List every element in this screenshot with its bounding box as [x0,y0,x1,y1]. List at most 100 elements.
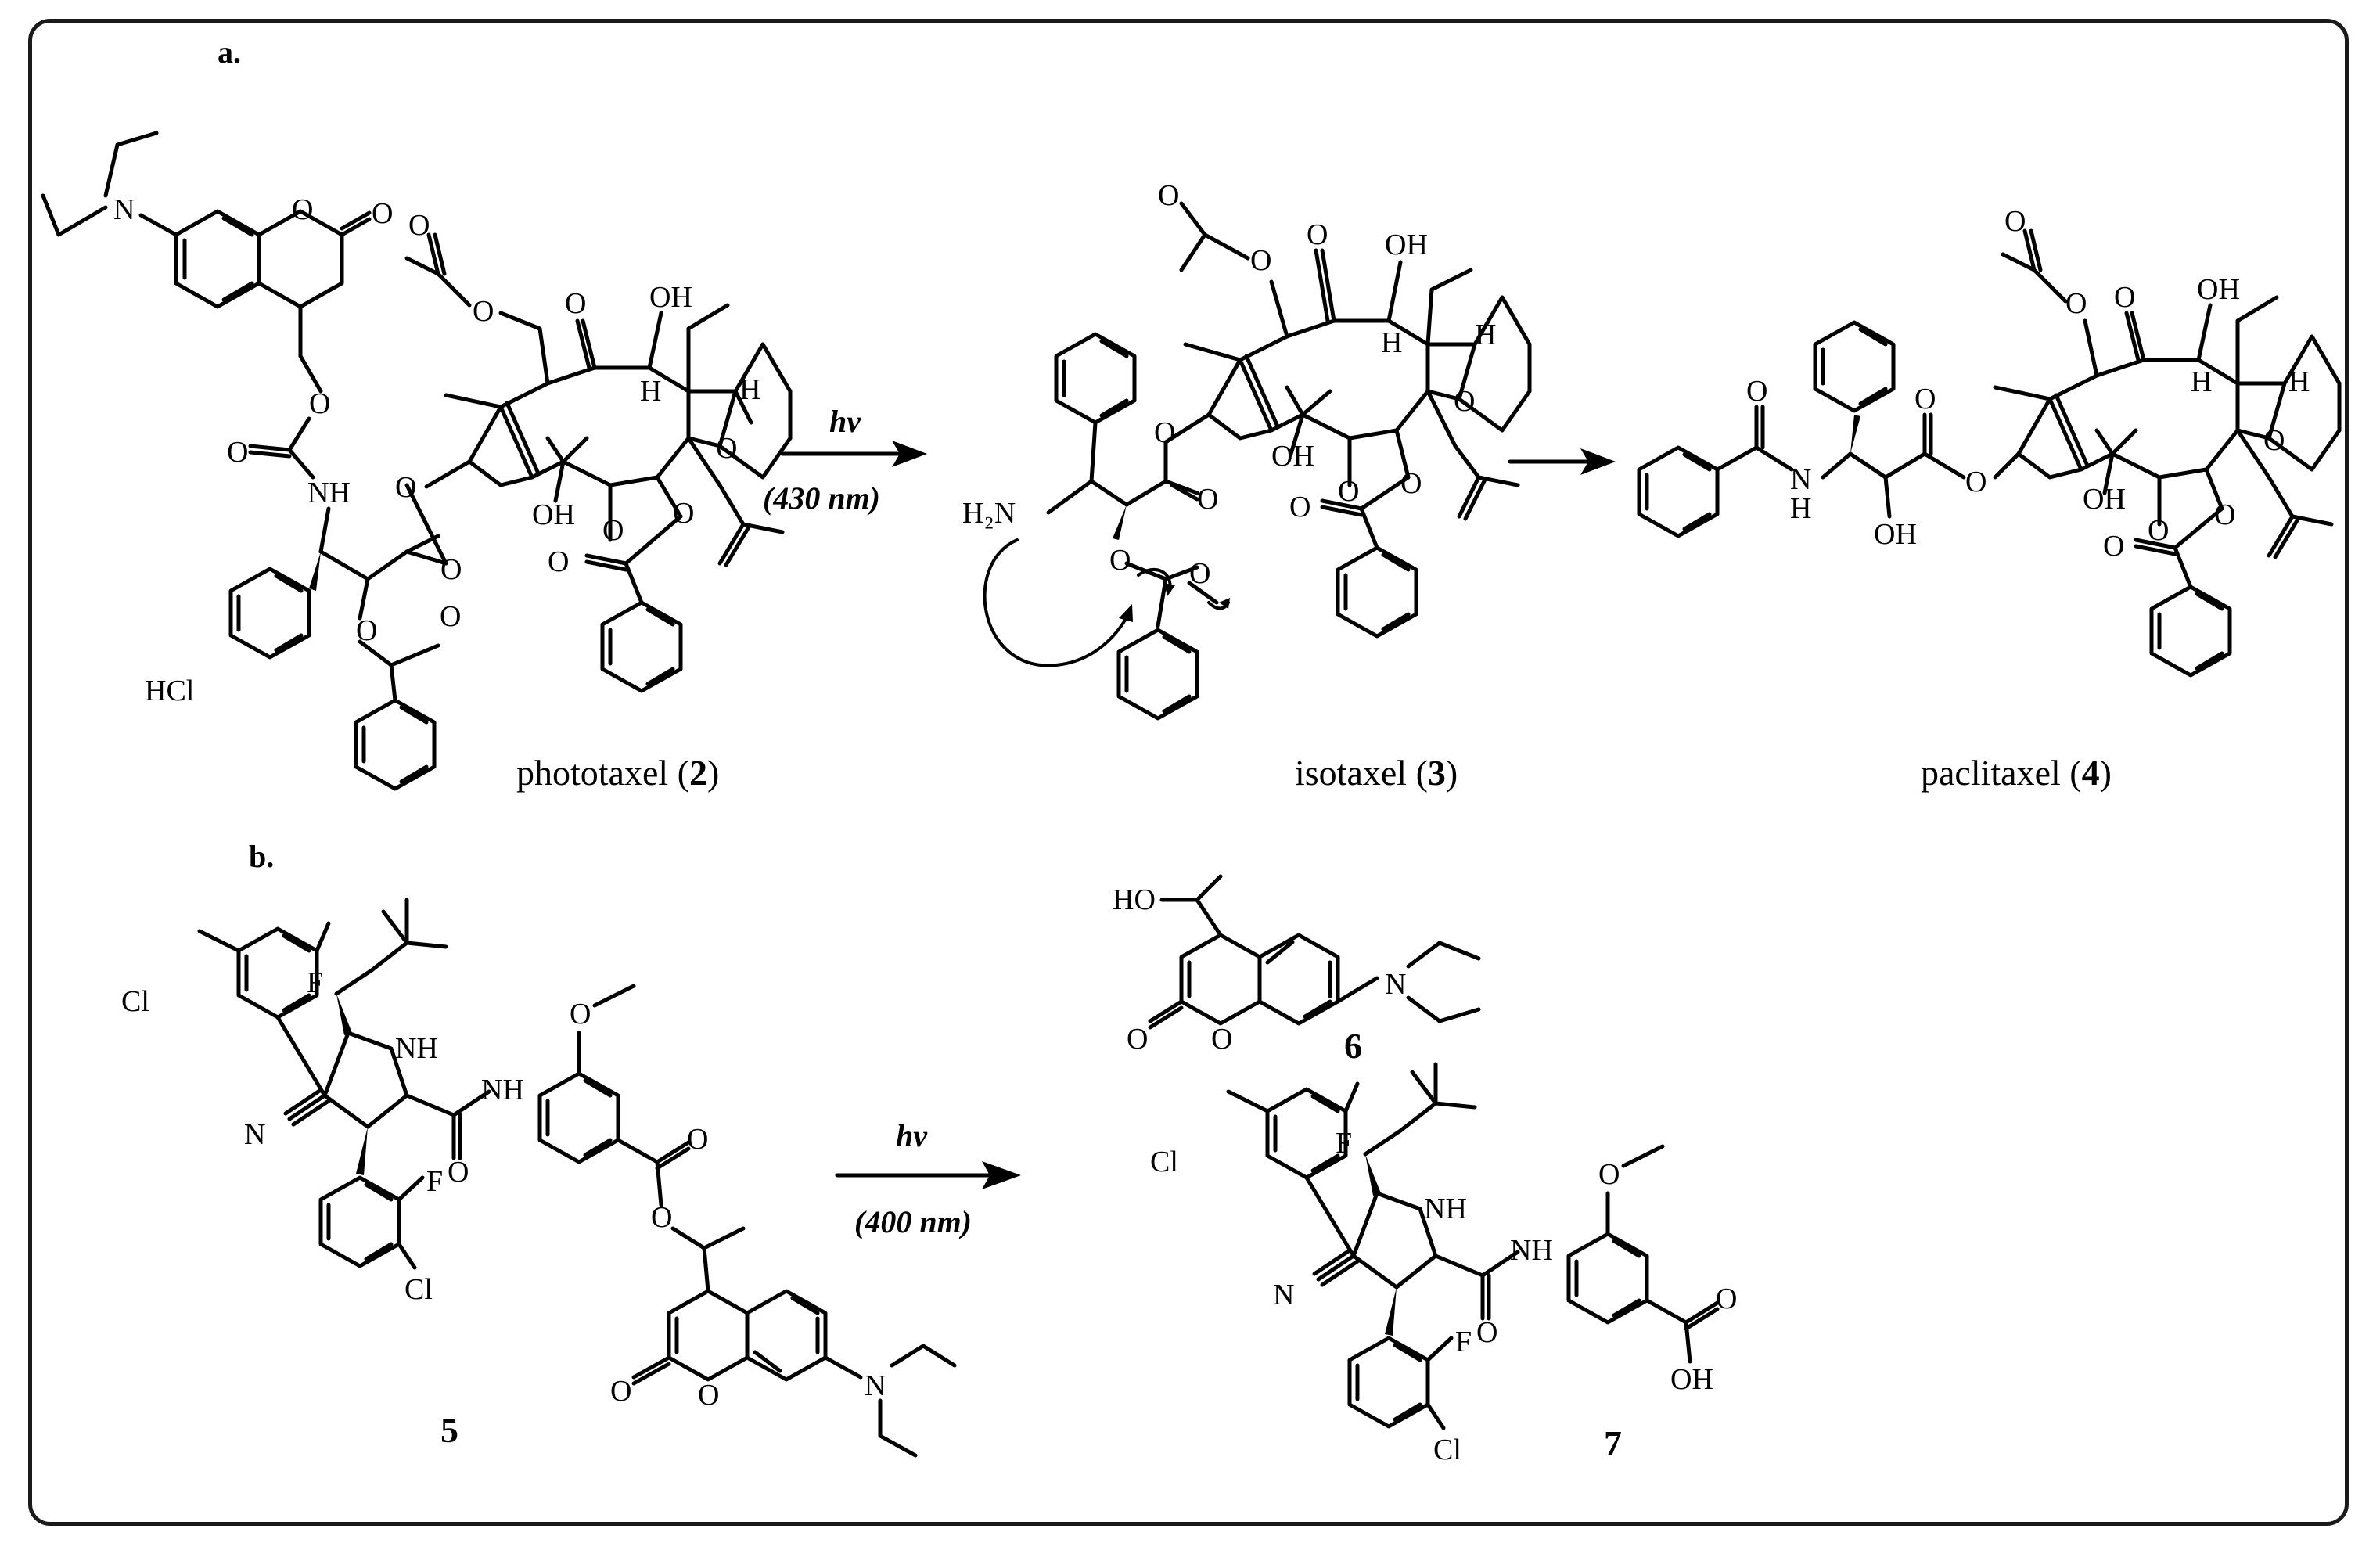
paclitaxel-benzamide-ring [1637,445,1720,538]
panel-label-a: a. [218,34,241,70]
atom-O-acetyl-phototaxel: O [473,295,494,328]
panel-label-b: b. [249,839,274,874]
atom-O-methoxy-7: O [1598,1158,1620,1191]
compound-5-chlorofluorophenyl-bottom [318,1175,401,1268]
atom-O-ketone-isotaxel: O [1307,218,1328,251]
atom-NH-amide-7: NH [1510,1234,1553,1267]
atom-O-acetyl-carbonyl-isotaxel: O [1158,179,1179,212]
atom-O-acetate-paclitaxel: O [2214,498,2235,531]
atom-O-benzoate-isotaxel: O [1109,544,1131,577]
compound-5-methoxybenzoate-ring [537,1071,620,1164]
atom-O-acetyl-carbonyl-paclitaxel: O [2004,205,2026,238]
atom-OH-acid-7: OH [1670,1363,1713,1396]
atom-H2-isotaxel: H [1475,318,1496,351]
compound-5-chlorofluorophenyl-top [236,926,319,1020]
atom-Cl-top-5: Cl [121,985,149,1018]
core-benzoate-phenyl-ring [600,600,683,693]
atom-labels-compound-7: Cl F NH N F Cl O NH O O OH [1150,1127,1737,1466]
structure-compound-7 [1226,1062,1720,1430]
atom-F-top-5: F [307,966,323,999]
atom-NH-pyrrolidine-7: NH [1424,1192,1467,1225]
reaction-arrow-b1: hv (400 nm) [835,1118,1021,1239]
atom-Cl-bottom-5: Cl [404,1273,433,1306]
caption-isotaxel: isotaxel (3) [1295,753,1458,793]
structure-isotaxel [983,201,1532,721]
atom-labels-paclitaxel: O N H OH O O O O O OH H H O OH O O O [1746,205,2310,563]
atom-O-acetate-isotaxel: O [1400,467,1422,500]
atom-OH-bottom-isotaxel: OH [1271,440,1314,473]
atom-O-benzoyl-carbonyl-isotaxel: O [1189,557,1210,590]
atom-N-nitrile-7: N [1273,1279,1294,1311]
atom-O-carbonyl-isotaxel: O [1197,483,1218,516]
atom-O-acetyl-paclitaxel: O [2065,287,2087,320]
compound-6-pyranone-ring [1179,933,1262,1026]
atom-O-benzoate-carbonyl-phototaxel: O [440,600,461,633]
atom-O-benzoyl-paclitaxel: O [2103,530,2124,563]
atom-Cl-bottom-7: Cl [1433,1433,1461,1466]
isotaxel-benzoyl-ring [1116,628,1199,721]
atom-O-lactone-5: O [698,1379,719,1412]
atom-OH-sidechain-paclitaxel: OH [1874,518,1917,551]
mechanism-curved-arrow-attack [983,538,1132,667]
caption-phototaxel: phototaxel (2) [516,753,719,793]
atom-H-phototaxel: H [640,375,661,408]
atom-OH-bottom-phototaxel: OH [532,498,575,531]
atom-O-amide-5: O [448,1156,469,1189]
atom-H-isotaxel: H [1381,326,1402,359]
atom-O-ester-paclitaxel: O [1965,466,1986,498]
atom-O-benzoate-phototaxel: O [356,614,377,647]
atom-O-ester-link-phototaxel: O [395,471,416,504]
atom-O-oxetane-phototaxel: O [716,432,737,465]
atom-O-ketone-paclitaxel: O [2114,281,2135,314]
atom-N-nitrile-5: N [244,1118,265,1151]
compound-5-coumarin-pyranone [667,1289,750,1382]
compound-7-chlorofluorophenyl-top [1265,1087,1348,1180]
scheme-frame [28,19,2349,1526]
atom-N-phototaxel: N [113,193,135,226]
atom-labels-isotaxel: H₂N O O O O O O O OH H H O OH O O O [962,179,1496,590]
compound-5-pyrrolidine-ring [322,1031,409,1129]
compound-6-benzene-ring [1257,933,1340,1026]
atom-O-amide-paclitaxel: O [1746,375,1767,408]
atom-OH-top-phototaxel: OH [649,281,692,314]
caption-compound-7: 7 [1604,1423,1622,1463]
paclitaxel-phenyl-ring [1813,320,1896,413]
atom-O-lactone-6: O [1211,1023,1232,1056]
side-chain-phenyl-ring [228,567,311,660]
structure-compound-6 [1148,874,1481,1030]
atom-NH-pyrrolidine-5: NH [395,1032,438,1065]
atom-Cl-top-7: Cl [1150,1146,1178,1178]
atom-O-carbamate-carbonyl-phototaxel: O [227,436,248,469]
atom-H-amide-paclitaxel: H [1790,492,1811,525]
atom-N-diethyl-6: N [1385,968,1406,1001]
atom-H2-paclitaxel: H [2288,365,2310,398]
atom-O-ester-isotaxel: O [1154,416,1175,449]
structure-phototaxel [41,131,793,791]
atom-O-methoxy-5: O [570,998,591,1031]
compound-7-chlorofluorophenyl-bottom [1347,1336,1430,1429]
atom-O-lactone-carbonyl-5: O [610,1375,631,1408]
atom-O-ketone-phototaxel: O [565,287,586,320]
arrow-a1-bottom-label: (430 nm) [763,480,880,516]
atom-H2N-isotaxel: H₂N [962,497,1016,530]
isotaxel-core-benzoate-ring [1336,545,1418,639]
atom-F-bottom-7: F [1455,1326,1472,1358]
atom-labels-compound-6: HO O O N [1113,883,1406,1056]
paclitaxel-core-benzoate-ring [2149,585,2232,678]
atom-O-ester-phototaxel: O [440,553,462,586]
atom-labels-phototaxel: N O O O O NH O O O O O O O OH H H O OH O… [113,193,760,707]
atom-OH-top-paclitaxel: OH [2197,273,2240,306]
isotaxel-phenyl-ring [1054,332,1137,425]
atom-HO-6: HO [1113,883,1156,916]
atom-O-ester-carbonyl-paclitaxel: O [1914,383,1936,415]
reaction-arrow-a1: hv (430 nm) [763,404,927,516]
caption-compound-6: 6 [1344,1026,1362,1066]
atom-O-benzoyl-phototaxel: O [548,545,569,578]
compound-7-pyrrolidine-ring [1351,1191,1438,1290]
caption-compound-5: 5 [440,1410,458,1450]
atom-O-oxetane-paclitaxel: O [2263,424,2285,457]
atom-O-acetyl-isotaxel: O [1250,244,1271,277]
atom-O-acid-carbonyl-7: O [1716,1282,1737,1315]
atom-O-lower-isotaxel: O [1338,475,1359,508]
compound-7-benzoic-acid-ring [1566,1232,1649,1325]
